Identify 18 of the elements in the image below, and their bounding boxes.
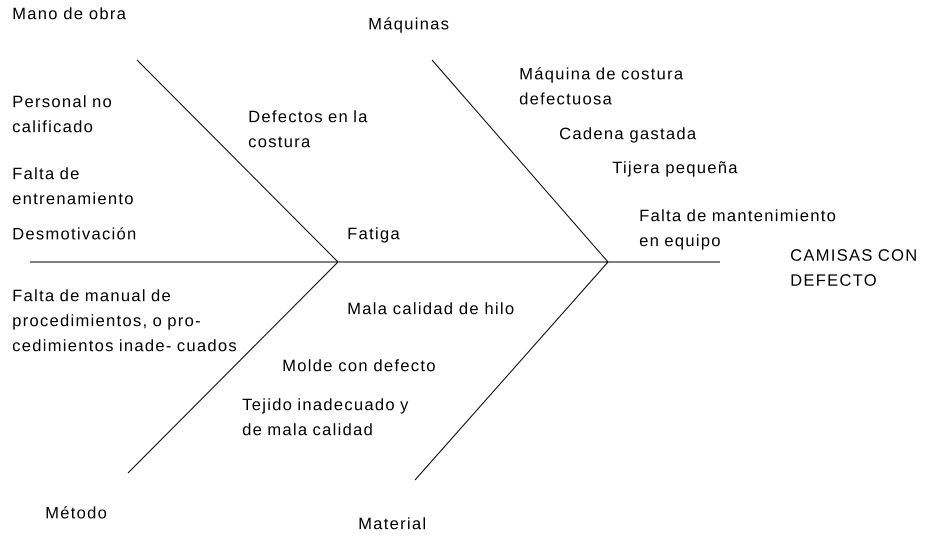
cause-label: Personal no calificado (12, 95, 112, 132)
category-label: Método (46, 506, 106, 518)
cause-label: Mala calidad de hilo (348, 302, 514, 314)
cause-label: Falta de entrenamiento (12, 167, 133, 204)
category-label: Máquinas (370, 17, 448, 33)
cause-label: Tijera pequeña (612, 161, 738, 177)
cause-label: Tejido inadecuado y de mala calidad (242, 398, 408, 436)
category-label: Material (360, 517, 425, 530)
cause-label: Desmotivación (14, 227, 136, 240)
cause-label: Falta de mantenimiento en equipo (640, 209, 836, 250)
cause-label: Máquina de costura defectuosa (520, 67, 684, 104)
cause-label: Defectos en la costura (248, 110, 368, 148)
cause-label: Cadena gastada (560, 127, 696, 143)
cause-label: Falta de manual de procedimientos, o pro- cedimientos inade- cuados (12, 289, 236, 352)
cause-label: Fatiga (348, 227, 400, 243)
cause-label: Molde con defecto (284, 359, 435, 372)
category-label: Mano de obra (14, 7, 126, 20)
effect-label: CAMISAS CON DEFECTO (791, 249, 916, 286)
